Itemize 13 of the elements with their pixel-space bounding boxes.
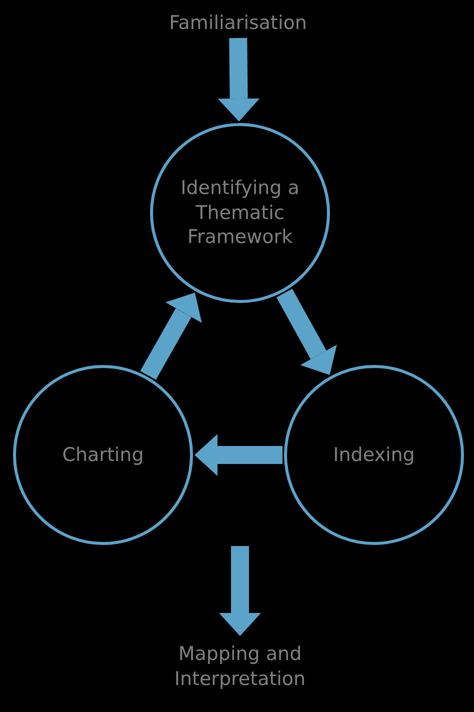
block-arrow xyxy=(194,434,282,476)
process-circle xyxy=(13,365,193,545)
block-arrow xyxy=(276,288,337,375)
process-circle xyxy=(150,123,330,303)
block-arrow xyxy=(219,546,261,636)
process-circle xyxy=(284,365,464,545)
stage-label: Familiarisation xyxy=(169,10,307,36)
block-arrow xyxy=(140,292,202,380)
circle-label: Charting xyxy=(62,442,144,468)
circle-label: Indexing xyxy=(333,442,415,468)
block-arrow xyxy=(218,38,260,122)
stage-label: Mapping and Interpretation xyxy=(173,642,307,692)
circle-label: Identifying a Thematic Framework xyxy=(180,176,300,250)
